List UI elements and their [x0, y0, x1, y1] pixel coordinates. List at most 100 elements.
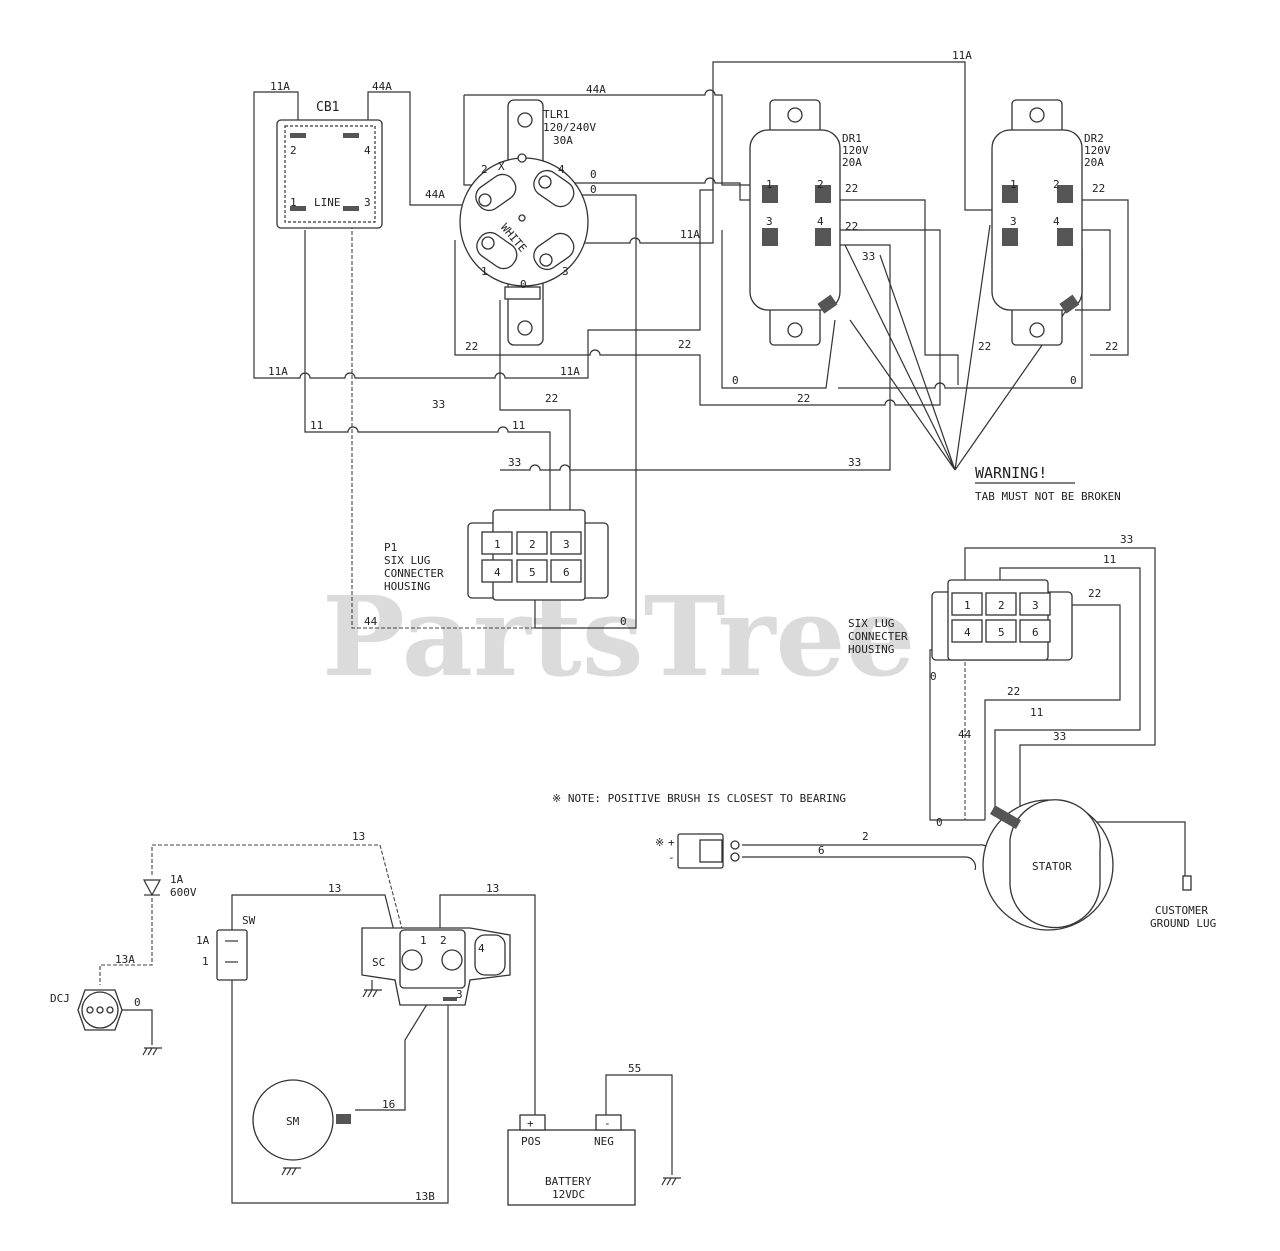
wire-label-22-down: 22 [545, 392, 558, 405]
top-wires [253, 61, 1129, 629]
six-lug-pin-6: 6 [1032, 626, 1039, 639]
warning-title: WARNING! [975, 464, 1047, 482]
duplex-receptacle-dr2: DR2 120V 20A 1 2 3 4 [991, 99, 1111, 346]
wire-label-11A-left: 11A [268, 365, 288, 378]
wire-label-22-stator-b: 22 [1007, 685, 1020, 698]
sc-terminal-2: 2 [440, 934, 447, 947]
p1-desc-line3: HOUSING [384, 580, 430, 593]
stator: STATOR [982, 799, 1114, 931]
wire-label-33-p1: 33 [508, 456, 521, 469]
starter-contactor-sc: 1 2 4 3 SC [361, 927, 511, 1006]
wire-label-22-dr2-low: 22 [978, 340, 991, 353]
dc-jack: DCJ [50, 989, 123, 1031]
dr1-volts: 120V [842, 144, 869, 157]
wire-label-6-brush: 6 [818, 844, 825, 857]
watermark: PartsTree [322, 572, 916, 701]
switch-sw: SW 1A 1 [196, 914, 256, 981]
ground-lug-line2: GROUND LUG [1150, 917, 1216, 930]
wire-label-22-mid: 22 [678, 338, 691, 351]
battery-minus: - [604, 1117, 611, 1130]
dr1-terminal-4: 4 [817, 215, 824, 228]
starter-wires [99, 844, 673, 1204]
diode: 1A 600V [143, 873, 197, 899]
wire-label-44A-top: 44A [586, 83, 606, 96]
wire-label-13-top: 13 [352, 830, 365, 843]
p1-connector-housing: 1 2 3 4 5 6 P1 SIX LUG CONNECTER HOUSING [384, 509, 609, 601]
tlr1-terminal-4: 4 [558, 163, 565, 176]
wire-label-44-p1: 44 [364, 615, 378, 628]
battery-volts: 12VDC [552, 1188, 585, 1201]
cb1-label: CB1 [316, 100, 339, 115]
dr2-terminal-1: 1 [1010, 178, 1017, 191]
wire-label-44A-cb1: 44A [372, 80, 392, 93]
dr2-terminal-2: 2 [1053, 178, 1060, 191]
wire-label-16: 16 [382, 1098, 395, 1111]
starter-motor-sm: SM [252, 1079, 351, 1161]
p1-pin-4: 4 [494, 566, 501, 579]
stator-label: STATOR [1032, 860, 1072, 873]
wire-label-13-battery: 13 [486, 882, 499, 895]
dr1-terminal-1: 1 [766, 178, 773, 191]
sc-terminal-3: 3 [456, 988, 463, 1001]
tlr1-label: TLR1 [543, 108, 570, 121]
p1-pin-3: 3 [563, 538, 570, 551]
p1-pin-2: 2 [529, 538, 536, 551]
six-lug-pin-2: 2 [998, 599, 1005, 612]
wire-label-11-stator-b: 11 [1030, 706, 1043, 719]
ground-lug-line1: CUSTOMER [1155, 904, 1208, 917]
p1-pin-6: 6 [563, 566, 570, 579]
tlr1-amps: 30A [553, 134, 573, 147]
wire-label-11-mid: 11 [512, 419, 525, 432]
wire-label-22-dr2: 22 [1092, 182, 1105, 195]
wire-label-0-tlr1-a: 0 [590, 168, 597, 181]
battery-label: BATTERY [545, 1175, 592, 1188]
brush-plus: + [668, 836, 675, 849]
tlr1-ground-terminal: 0 [520, 278, 527, 291]
diode-volts: 600V [170, 886, 197, 899]
twist-lock-receptacle-tlr1: TLR1 120/240V 30A 2 X 4 1 3 WHITE 0 [459, 99, 596, 346]
p1-desc-line1: SIX LUG [384, 554, 430, 567]
six-lug-connector-housing: 1 2 3 4 5 6 SIX LUG CONNECTER HOUSING [848, 579, 1073, 661]
sm-label: SM [286, 1115, 300, 1128]
brush-note: ※ NOTE: POSITIVE BRUSH IS CLOSEST TO BEA… [552, 792, 846, 805]
wire-label-0-dcj: 0 [134, 996, 141, 1009]
wire-label-11A-low: 11A [560, 365, 580, 378]
cb1-line-label: LINE [314, 196, 341, 209]
cb1-terminal-4: 4 [364, 144, 371, 157]
sw-terminal-1a: 1A [196, 934, 210, 947]
wire-label-33-stator: 33 [1120, 533, 1133, 546]
wire-label-33-left: 33 [432, 398, 445, 411]
six-lug-pin-4: 4 [964, 626, 971, 639]
tlr1-terminal-2: 2 [481, 163, 488, 176]
p1-pin-5: 5 [529, 566, 536, 579]
battery: + - POS NEG BATTERY 12VDC [507, 1114, 636, 1206]
p1-pin-1: 1 [494, 538, 501, 551]
wire-label-11A-top: 11A [952, 49, 972, 62]
six-lug-pin-1: 1 [964, 599, 971, 612]
cb1-terminal-3: 3 [364, 196, 371, 209]
six-lug-pin-3: 3 [1032, 599, 1039, 612]
brush-assembly: ※ + - [655, 833, 740, 869]
warning-callout: WARNING! TAB MUST NOT BE BROKEN [975, 464, 1121, 503]
wire-label-22-stator: 22 [1088, 587, 1101, 600]
wire-label-33-right: 33 [848, 456, 861, 469]
wire-label-0-p1: 0 [620, 615, 627, 628]
warning-text: TAB MUST NOT BE BROKEN [975, 490, 1121, 503]
wire-label-11-left: 11 [310, 419, 323, 432]
wire-label-22-dr1-b: 22 [845, 220, 858, 233]
wire-label-0-dr1: 0 [732, 374, 739, 387]
brush-star: ※ [655, 836, 664, 849]
dr1-terminal-3: 3 [766, 215, 773, 228]
battery-neg-label: NEG [594, 1135, 614, 1148]
six-lug-desc-line3: HOUSING [848, 643, 894, 656]
sw-label: SW [242, 914, 256, 927]
sc-terminal-4: 4 [478, 942, 485, 955]
wire-label-33-dr1: 33 [862, 250, 875, 263]
cb1-terminal-1: 1 [290, 196, 297, 209]
tlr1-rating: 120/240V [543, 121, 596, 134]
wire-label-11-stator: 11 [1103, 553, 1116, 566]
wire-label-22-low: 22 [797, 392, 810, 405]
diode-amps: 1A [170, 873, 184, 886]
dr2-label: DR2 [1084, 132, 1104, 145]
